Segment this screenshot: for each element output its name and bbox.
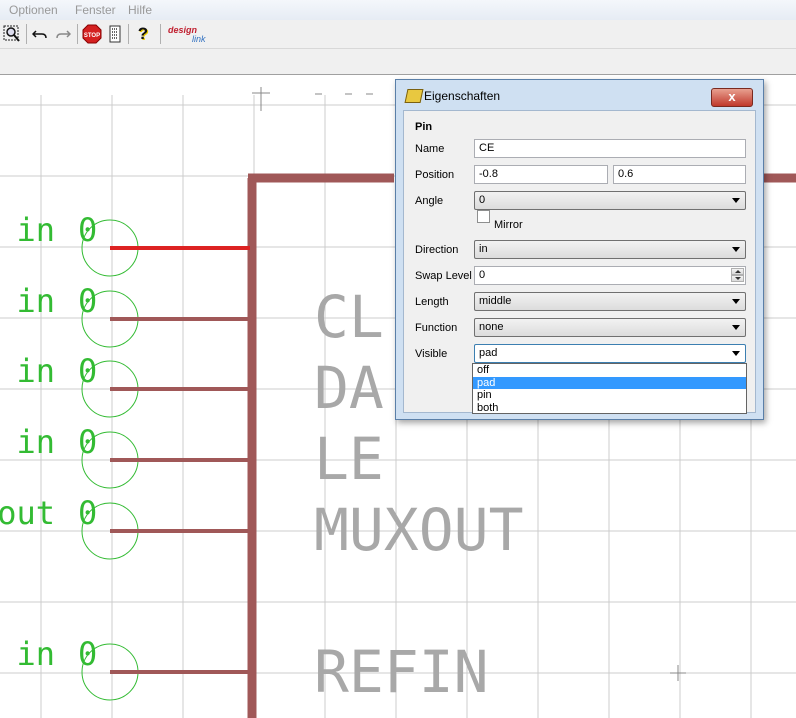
direction-select[interactable]: in <box>474 240 746 259</box>
pin-swap-label: 0 <box>78 423 97 461</box>
pin-swap-label: 0 <box>78 494 97 532</box>
properties-icon <box>404 89 424 103</box>
visible-option-pin[interactable]: pin <box>477 389 492 401</box>
position-label: Position <box>415 169 455 181</box>
pin[interactable]: in 0 <box>16 282 250 348</box>
toolbar-separator <box>77 24 78 44</box>
chevron-down-icon <box>732 198 740 203</box>
angle-label: Angle <box>415 195 444 207</box>
close-button[interactable]: x <box>711 88 753 107</box>
pin[interactable]: out 0 <box>0 494 250 560</box>
pin-direction-label: in <box>16 211 55 249</box>
zoom-select-icon[interactable] <box>2 24 22 44</box>
function-select[interactable]: none <box>474 318 746 337</box>
function-value: none <box>479 321 504 333</box>
pin-direction-label: in <box>16 635 55 673</box>
visible-dropdown-list: off pad pin both <box>472 363 747 414</box>
logo-bottom: link <box>192 34 206 44</box>
pin[interactable]: in 0 <box>16 635 250 701</box>
toolbar: STOP ? design link <box>0 20 796 49</box>
chevron-down-icon <box>732 247 740 252</box>
part-body[interactable] <box>247 173 796 718</box>
angle-value: 0 <box>479 194 486 206</box>
help-icon[interactable]: ? <box>137 24 149 43</box>
pin-name-text: MUXOUT <box>314 496 524 564</box>
toolbar-separator <box>160 24 161 44</box>
swap-level-label: Swap Level <box>415 270 472 282</box>
name-field[interactable]: CE <box>474 139 746 158</box>
pin-direction-label: in <box>16 352 55 390</box>
stop-icon[interactable]: STOP <box>81 24 103 44</box>
chevron-down-icon <box>732 325 740 330</box>
spin-down-icon[interactable] <box>731 275 744 282</box>
design-link-logo[interactable]: design link <box>168 24 214 44</box>
menu-fenster[interactable]: Fenster <box>75 3 116 17</box>
direction-value: in <box>479 243 488 255</box>
dialog-body: Pin Name CE Position -0.8 0.6 Angle 0 Mi… <box>403 110 756 413</box>
mirror-checkbox[interactable] <box>477 210 490 223</box>
pin-swap-label: 0 <box>78 282 97 320</box>
angle-select[interactable]: 0 <box>474 191 746 210</box>
pin[interactable]: in 0 <box>16 352 250 418</box>
visible-label: Visible <box>415 348 448 360</box>
visible-option-pad[interactable]: pad <box>473 376 746 389</box>
stop-label: STOP <box>84 33 100 39</box>
position-x-field[interactable]: -0.8 <box>474 165 608 184</box>
mirror-label: Mirror <box>494 219 523 231</box>
pin-direction-label: out <box>0 494 55 532</box>
chevron-down-icon <box>732 299 740 304</box>
logo-top: design <box>168 25 198 35</box>
visible-option-both[interactable]: both <box>477 401 499 414</box>
pin-name-text: LE <box>314 425 384 493</box>
swap-level-value: 0 <box>479 269 486 281</box>
chevron-down-icon <box>732 351 740 356</box>
pin[interactable]: in 0 <box>16 423 250 489</box>
length-label: Length <box>415 296 449 308</box>
spinner[interactable] <box>731 268 744 283</box>
origin-marks <box>252 87 686 681</box>
pin-name-text: CL <box>314 283 384 351</box>
menu-hilfe[interactable]: Hilfe <box>128 3 153 17</box>
visible-value: pad <box>479 347 498 359</box>
position-y-field[interactable]: 0.6 <box>613 165 746 184</box>
pin-direction-label: in <box>16 282 55 320</box>
visible-option-off[interactable]: off <box>477 364 490 376</box>
toolbar-separator <box>26 24 27 44</box>
pin-name-text: REFIN <box>314 638 489 706</box>
visible-select[interactable]: pad <box>474 344 746 363</box>
spin-up-icon[interactable] <box>731 268 744 275</box>
length-select[interactable]: middle <box>474 292 746 311</box>
menu-bar: Optionen Fenster Hilfe <box>0 0 796 20</box>
secondary-toolbar <box>0 49 796 75</box>
section-title: Pin <box>415 121 433 133</box>
pin-swap-label: 0 <box>78 635 97 673</box>
pin-swap-label: 0 <box>78 211 97 249</box>
pin-swap-label: 0 <box>78 352 97 390</box>
pin-group[interactable]: in 0 in 0 in 0 in 0 out 0 in 0 <box>0 211 250 701</box>
pin-name-text: DA <box>314 354 384 422</box>
menu-optionen[interactable]: Optionen <box>9 3 58 17</box>
undo-icon[interactable] <box>30 24 50 44</box>
direction-label: Direction <box>415 244 459 256</box>
function-label: Function <box>415 322 458 334</box>
properties-dialog: Eigenschaften x Pin Name CE Position -0.… <box>395 79 764 420</box>
dialog-title: Eigenschaften <box>424 89 501 103</box>
filter-icon[interactable] <box>106 24 124 44</box>
pin-direction-label: in <box>16 423 55 461</box>
name-label: Name <box>415 143 445 155</box>
swap-level-field[interactable]: 0 <box>474 266 746 285</box>
toolbar-separator <box>128 24 129 44</box>
length-value: middle <box>479 295 512 307</box>
redo-icon[interactable] <box>53 24 73 44</box>
pin[interactable]: in 0 <box>16 211 250 277</box>
dialog-titlebar[interactable]: Eigenschaften x <box>396 80 763 110</box>
